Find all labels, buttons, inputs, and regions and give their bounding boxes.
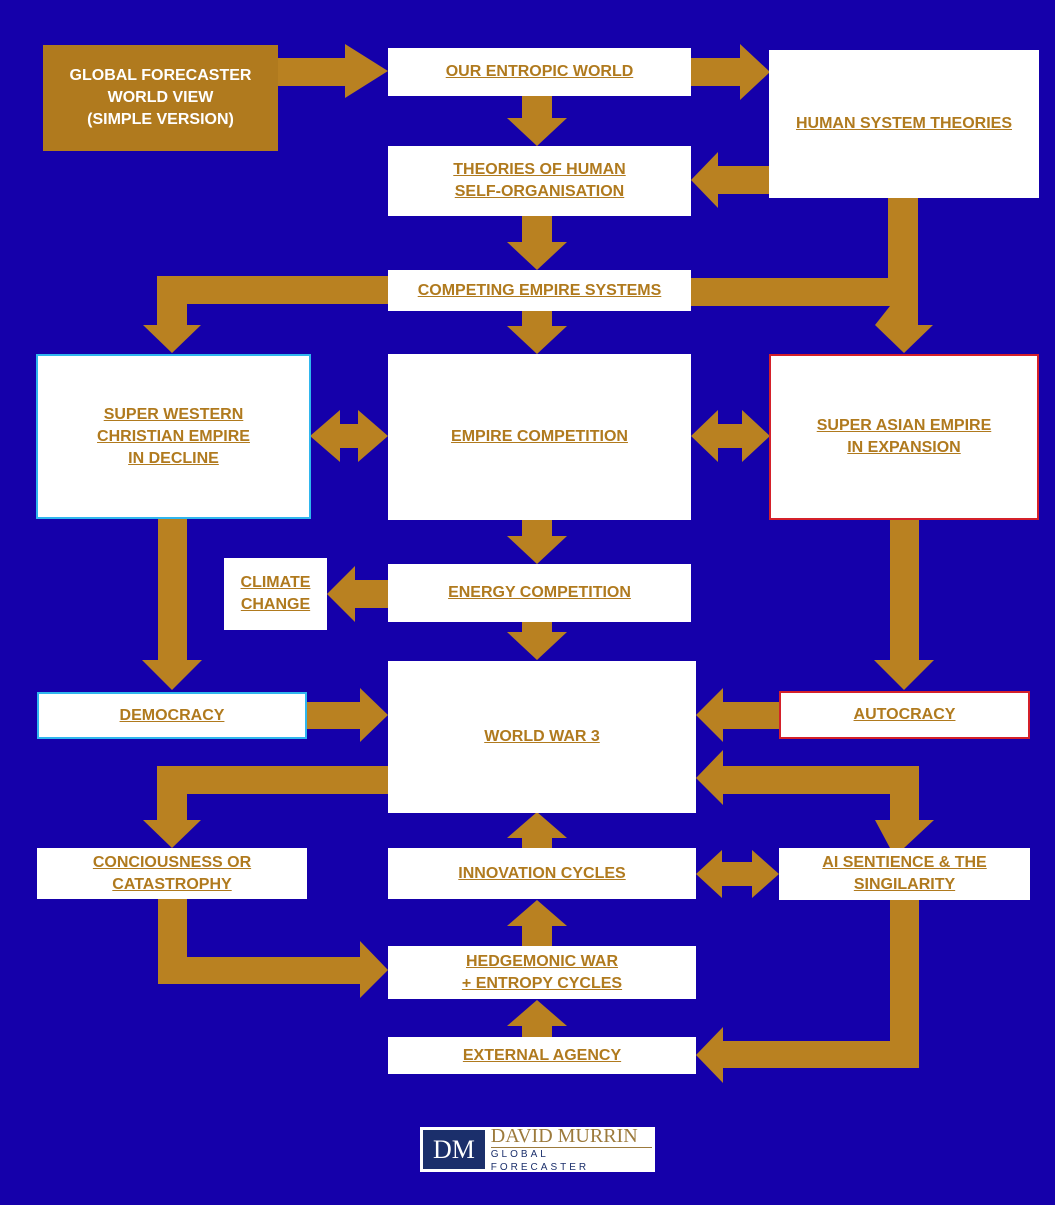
- arrow-asia-to-autocracy: [874, 519, 934, 690]
- logo-mark: DM: [423, 1130, 485, 1169]
- arrow-innovation-up: [507, 812, 567, 848]
- arrow-competing-to-west: [143, 276, 388, 353]
- arrow-asia-empire-double: [691, 410, 770, 462]
- node-consciousness-or-catastrophy[interactable]: CONCIOUSNESS OR CATASTROPHY: [37, 848, 307, 899]
- arrow-title-to-entropic: [278, 44, 388, 98]
- node-external-agency[interactable]: EXTERNAL AGENCY: [388, 1037, 696, 1074]
- arrow-energy-down: [507, 622, 567, 660]
- arrow-entropic-down: [507, 96, 567, 146]
- node-our-entropic-world[interactable]: OUR ENTROPIC WORLD: [388, 48, 691, 96]
- node-autocracy[interactable]: AUTOCRACY: [779, 691, 1030, 739]
- node-hedgemonic-war-entropy-cycles[interactable]: HEDGEMONIC WAR + ENTROPY CYCLES: [388, 946, 696, 999]
- node-human-system-theories[interactable]: HUMAN SYSTEM THEORIES: [769, 50, 1039, 198]
- node-competing-empire-systems[interactable]: COMPETING EMPIRE SYSTEMS: [388, 270, 691, 311]
- arrow-theories-to-selforg: [691, 152, 770, 208]
- node-super-asian-empire[interactable]: SUPER ASIAN EMPIRE IN EXPANSION: [769, 354, 1039, 520]
- node-theories-of-human-self-organisation[interactable]: THEORIES OF HUMAN SELF-ORGANISATION: [388, 146, 691, 216]
- arrow-competing-down: [507, 311, 567, 354]
- arrow-empire-down: [507, 520, 567, 564]
- arrow-ai-to-external: [696, 900, 919, 1083]
- node-innovation-cycles[interactable]: INNOVATION CYCLES: [388, 848, 696, 899]
- arrow-hedgemonic-up: [507, 900, 567, 946]
- arrow-external-up: [507, 1000, 567, 1037]
- node-empire-competition[interactable]: EMPIRE COMPETITION: [388, 354, 691, 520]
- arrow-democracy-to-ww3: [307, 688, 388, 742]
- node-super-western-christian-empire[interactable]: SUPER WESTERN CHRISTIAN EMPIRE IN DECLIN…: [36, 354, 311, 519]
- arrow-innovation-ai-double: [696, 850, 779, 898]
- node-democracy[interactable]: DEMOCRACY: [37, 692, 307, 739]
- david-murrin-logo: DM DAVID MURRIN GLOBAL FORECASTER: [420, 1125, 655, 1174]
- arrow-selforg-down: [507, 216, 567, 270]
- logo-text: DAVID MURRIN GLOBAL FORECASTER: [490, 1125, 652, 1174]
- arrow-west-empire-double: [310, 410, 388, 462]
- arrow-energy-to-climate: [327, 566, 388, 622]
- arrow-west-to-democracy: [142, 519, 202, 690]
- title-box: GLOBAL FORECASTER WORLD VIEW (SIMPLE VER…: [43, 45, 278, 151]
- node-ai-sentience-singularity[interactable]: AI SENTIENCE & THE SINGILARITY: [779, 848, 1030, 900]
- node-climate-change[interactable]: CLIMATE CHANGE: [224, 558, 327, 630]
- node-world-war-3[interactable]: WORLD WAR 3: [388, 661, 696, 813]
- arrow-ai-to-ww3: [696, 750, 934, 848]
- arrow-autocracy-to-ww3: [696, 688, 779, 742]
- arrow-entropic-to-theories: [691, 44, 770, 100]
- logo-name: DAVID MURRIN: [490, 1125, 638, 1147]
- arrow-ww3-to-consciousness: [143, 766, 388, 848]
- arrow-consciousness-to-hedgemonic: [158, 898, 388, 998]
- arrow-theories-to-asia: [691, 198, 933, 353]
- logo-subtitle: GLOBAL FORECASTER: [490, 1147, 652, 1174]
- node-energy-competition[interactable]: ENERGY COMPETITION: [388, 564, 691, 622]
